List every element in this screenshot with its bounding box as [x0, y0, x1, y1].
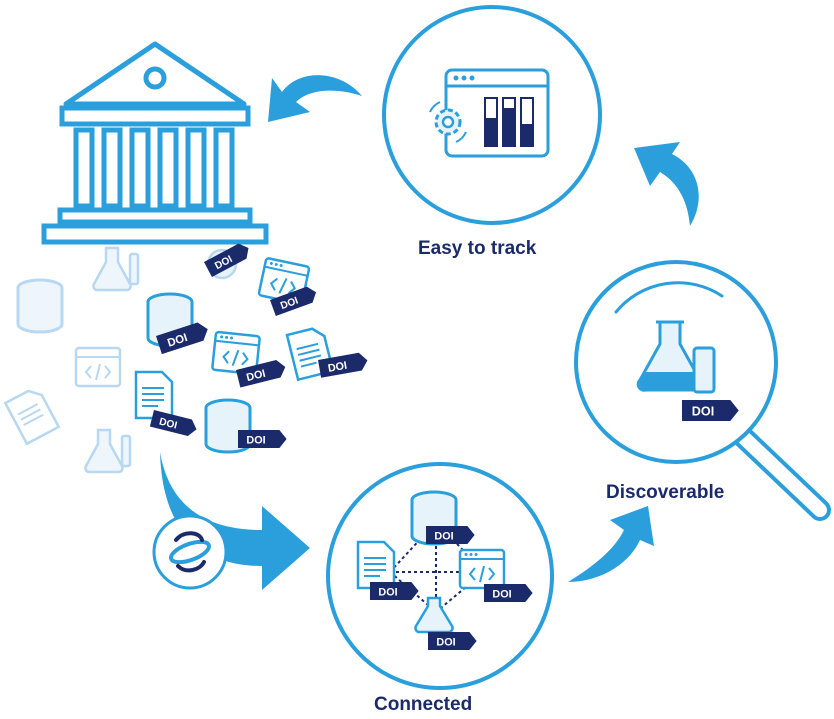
connected-label: Connected	[374, 694, 473, 715]
connected-stage	[326, 462, 554, 690]
doi-tag: DOI	[156, 322, 208, 355]
doi-tag: DOI	[370, 582, 419, 600]
doi-tag-label: DOI	[436, 637, 455, 649]
doi-tag: DOI	[426, 526, 475, 544]
track-stage	[382, 5, 602, 225]
doi-tag: DOI	[204, 243, 249, 278]
doi-tag: DOI	[428, 632, 477, 650]
doi-tag: DOI	[682, 400, 739, 421]
arrow-to-connected	[160, 452, 310, 590]
doi-tags: DOI DOI DOI DOI DOI DOI DOI DOI DOI DOI DOI DOI	[149, 243, 739, 650]
faded-research-objects	[4, 246, 140, 474]
doi-tag: DOI	[149, 410, 197, 436]
doi-tag-label: DOI	[158, 417, 178, 432]
arrow-connected-to-discover	[568, 506, 654, 582]
doi-tag: DOI	[238, 430, 287, 448]
institution-building-icon	[41, 41, 269, 245]
arrow-track-to-institution	[268, 75, 362, 122]
magnifier-flask-icon	[636, 320, 716, 394]
track-label: Easy to track	[418, 238, 537, 259]
doi-tag: DOI	[318, 352, 368, 378]
doi-tag-label: DOI	[246, 435, 265, 447]
arrow-discover-to-track	[634, 142, 699, 226]
discover-stage	[574, 260, 831, 521]
doi-tag-label: DOI	[166, 332, 189, 350]
doi-tag-label: DOI	[492, 589, 511, 601]
doi-tag-label: DOI	[327, 360, 348, 375]
doi-tag: DOI	[270, 286, 317, 316]
doi-tag-label: DOI	[378, 587, 397, 599]
crossref-style-logo-icon	[152, 514, 228, 590]
doi-tag-label: DOI	[692, 405, 714, 419]
discover-label: Discoverable	[606, 482, 725, 503]
doi-tag-label: DOI	[434, 531, 453, 543]
doi-tag-label: DOI	[245, 368, 267, 384]
dashboard-settings-icon	[429, 68, 550, 158]
doi-tag: DOI	[236, 359, 286, 388]
doi-tag: DOI	[484, 584, 533, 602]
